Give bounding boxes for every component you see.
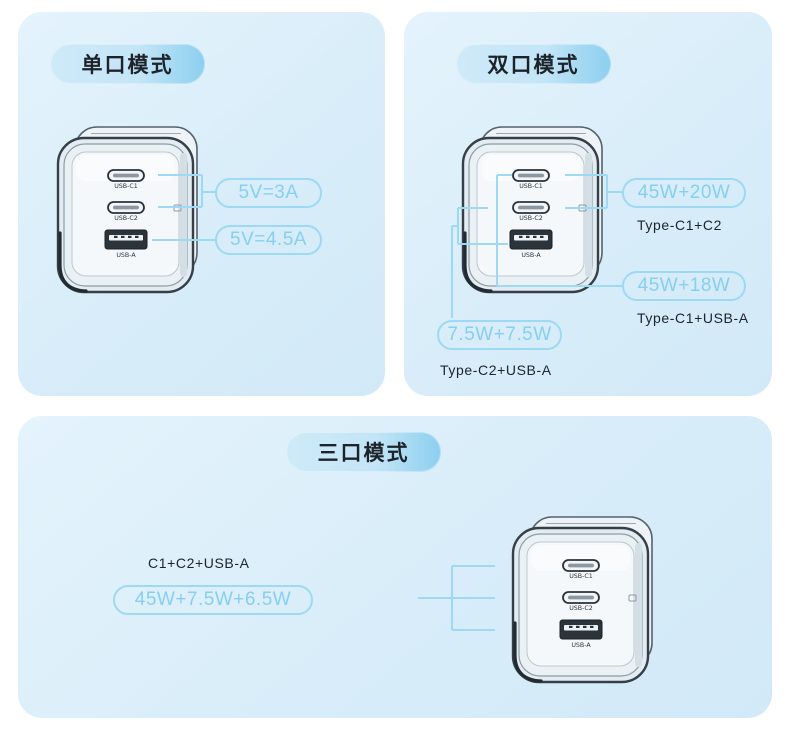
usb-a-pin	[533, 235, 537, 238]
usb-c2-port-tongue	[518, 205, 544, 210]
charger-side-notch	[628, 594, 637, 602]
connector-lines	[152, 174, 215, 241]
panel-title: 双口模式	[456, 44, 611, 84]
charger-side-bevel	[585, 153, 592, 277]
charger-bottom-edge	[513, 621, 543, 683]
usb-c1-port-label: USB-C1	[519, 183, 543, 190]
panel-title: 单口模式	[50, 44, 205, 84]
usb-a-pin	[583, 625, 587, 628]
usb-c2-port-label: USB-C2	[569, 605, 593, 612]
usb-a-pin	[540, 235, 544, 238]
usb-a-pin	[135, 235, 139, 238]
connector-lines	[418, 565, 495, 631]
usb-c1-port-tongue	[113, 173, 139, 178]
usb-a-port-label: USB-A	[116, 252, 136, 259]
combo-label-c1-c2-usb-a: C1+C2+USB-A	[148, 555, 250, 571]
combo-label-c1-c2: Type-C1+C2	[637, 217, 722, 233]
usb-a-pin	[590, 625, 594, 628]
usb-c2-port-label: USB-C2	[114, 215, 138, 222]
usb-a-pin	[576, 625, 580, 628]
charger-side-bevel	[635, 543, 642, 667]
usb-a-port-label: USB-A	[571, 642, 591, 649]
usb-a-pin	[114, 235, 118, 238]
output-pill-c1-c2: 45W+20W	[622, 178, 746, 208]
usb-c2-port-label: USB-C2	[519, 215, 543, 222]
charger-bottom-edge	[463, 231, 493, 293]
connector-lines	[451, 174, 622, 318]
usb-c1-port-tongue	[568, 563, 594, 568]
combo-label-c1-usb-a: Type-C1+USB-A	[637, 310, 749, 326]
usb-c1-port-label: USB-C1	[114, 183, 138, 190]
usb-a-pin	[519, 235, 523, 238]
output-pill-c2-usb-a: 7.5W+7.5W	[437, 320, 562, 350]
charger-front-face	[526, 541, 635, 667]
usb-a-pin	[128, 235, 132, 238]
output-pill-usb-c: 5V=3A	[215, 178, 322, 208]
charger-glass-highlight	[76, 155, 175, 181]
charger-front-face	[71, 151, 180, 277]
charger-glass-highlight	[531, 545, 630, 571]
usb-a-port-label: USB-A	[521, 252, 541, 259]
panel-title: 三口模式	[286, 432, 441, 472]
usb-c1-port-tongue	[518, 173, 544, 178]
charger-side-bevel	[180, 153, 187, 277]
charger-bottom-edge	[58, 231, 88, 293]
usb-a-pin	[121, 235, 125, 238]
usb-c2-port-tongue	[113, 205, 139, 210]
usb-a-pin	[569, 625, 573, 628]
usb-a-pin	[526, 235, 530, 238]
usb-c1-port-label: USB-C1	[569, 573, 593, 580]
output-pill-usb-a: 5V=4.5A	[215, 225, 322, 255]
output-pill-c1-c2-usb-a: 45W+7.5W+6.5W	[113, 585, 313, 615]
usb-c2-port-tongue	[568, 595, 594, 600]
combo-label-c2-usb-a: Type-C2+USB-A	[440, 362, 552, 378]
output-pill-c1-usb-a: 45W+18W	[622, 271, 746, 301]
